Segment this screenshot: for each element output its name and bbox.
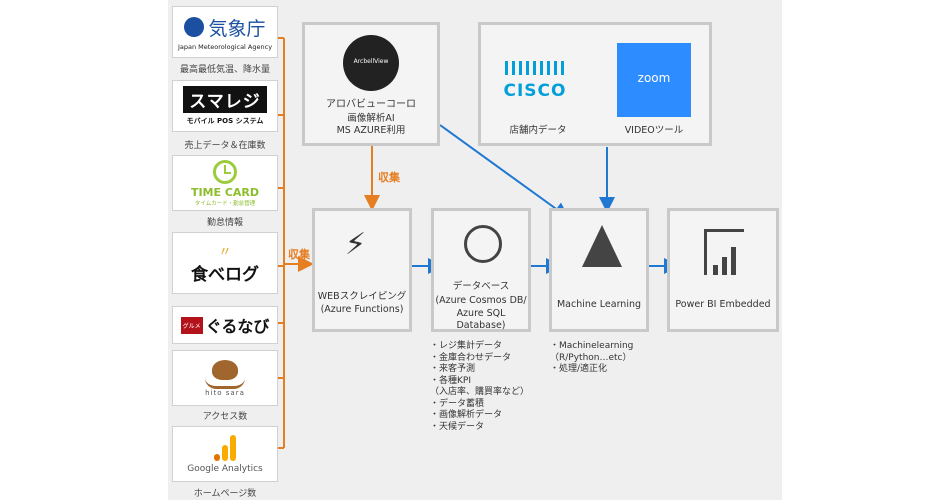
ml-node: Machine Learning <box>549 208 649 332</box>
db-line1: データベース <box>452 281 510 292</box>
db-note-item: ・金庫合わせデータ <box>430 352 512 363</box>
analytics-bars-icon <box>214 434 236 461</box>
timecard-title: TIME CARD <box>190 185 260 199</box>
ga-caption: ホームページ数 <box>193 489 257 499</box>
jma-subtitle: Japan Meteorological Agency <box>177 42 273 51</box>
azure-functions-icon: ⚡ <box>345 227 367 262</box>
smaregi-caption: 売上データ＆在庫数 <box>184 141 266 151</box>
pbi-line1: Power BI Embedded <box>675 299 771 310</box>
plate-icon <box>205 378 245 389</box>
arrow-arcbell-to-ml <box>439 124 570 219</box>
cisco-zoom-node: CISCO 店舗内データ zoom VIDEOツール <box>478 22 712 146</box>
db-note-item: ・データ蓄積 <box>430 398 485 409</box>
collect-bracket <box>278 37 285 449</box>
zoom-caption: VIDEOツール <box>624 125 684 136</box>
gurunavi-logo-card: グルメ ぐるなび <box>172 306 278 344</box>
db-note-item: ・来客予測 <box>430 364 476 374</box>
arcbell-line2: MS AZURE利用 <box>336 125 406 136</box>
arcbell-line1: 画像解析AI <box>347 113 395 124</box>
hitosara-caption: アクセス数 <box>202 412 248 422</box>
camera-ai-icon <box>343 35 399 91</box>
ml-note-item: ・処理/適正化 <box>550 364 608 374</box>
db-note-item: ・天候データ <box>430 421 485 432</box>
arcbell-name: アロバビューコーロ <box>326 99 416 110</box>
smaregi-subtitle: モバイル POS システム <box>186 117 264 125</box>
chef-icon <box>212 359 238 380</box>
db-note-item: ・レジ集計データ <box>430 341 503 351</box>
collect-label-left: 収集 <box>288 248 310 261</box>
db-note-item: ・各種KPI <box>430 375 471 386</box>
timecard-subtitle: タイムカード・勤怠管理 <box>194 200 256 207</box>
database-node: データベース (Azure Cosmos DB/ Azure SQL Datab… <box>431 208 531 332</box>
cosmos-db-icon <box>464 225 502 263</box>
arcbell-logo: ArcbellView <box>353 58 389 65</box>
web-scraping-node: ⚡ WEBスクレイピング (Azure Functions) <box>312 208 412 332</box>
powerbi-node: Power BI Embedded <box>667 208 779 332</box>
db-notes: ・レジ集計データ ・金庫合わせデータ ・来客予測 ・各種KPI （入店率、購買率… <box>430 341 529 433</box>
zoom-logo-tile <box>617 43 691 117</box>
collect-label-top: 収集 <box>378 171 400 184</box>
db-note-item: （入店率、購買率など） <box>430 387 530 397</box>
ml-notes: ・Machinelearning （R/Python…etc） ・処理/適正化 <box>550 341 633 376</box>
tabelog-logo-card: 〃 食べログ <box>172 232 278 294</box>
jma-caption: 最高最低気温、降水量 <box>179 65 270 75</box>
jma-title: 気象庁 <box>208 17 266 40</box>
cisco-caption: 店舗内データ <box>509 125 567 136</box>
smaregi-title: スマレジ <box>183 86 267 113</box>
jma-logo-card: 気象庁 Japan Meteorological Agency <box>172 6 278 58</box>
hitosara-logo-card: hito sara <box>172 350 278 406</box>
smaregi-logo-card: スマレジ モバイル POS システム <box>172 80 278 132</box>
web-line1: WEBスクレイピング <box>317 291 407 302</box>
db-line2: (Azure Cosmos DB/ <box>435 295 527 306</box>
web-line2: (Azure Functions) <box>320 304 404 315</box>
zoom-logo: zoom <box>637 71 671 85</box>
gurunavi-title: ぐるなび <box>205 317 270 336</box>
gurunavi-badge: グルメ <box>180 316 203 334</box>
jma-emblem-icon <box>184 17 205 37</box>
ga-logo-card: Google Analytics <box>172 426 278 482</box>
timecard-logo-card: TIME CARD タイムカード・勤怠管理 <box>172 155 278 211</box>
arcbell-node: ArcbellView アロバビューコーロ 画像解析AI MS AZURE利用 <box>302 22 440 146</box>
clock-icon <box>213 159 237 184</box>
ml-note-item: （R/Python…etc） <box>550 352 632 363</box>
powerbi-chart-icon <box>704 229 744 275</box>
tabelog-title: 食べログ <box>191 265 259 285</box>
cisco-bars-icon <box>505 61 565 75</box>
flask-icon <box>582 225 622 267</box>
timecard-caption: 勤怠情報 <box>206 218 243 228</box>
cisco-logo: CISCO <box>503 81 567 101</box>
db-note-item: ・画像解析データ <box>430 410 503 420</box>
ga-title: Google Analytics <box>187 463 263 474</box>
chopsticks-icon: 〃 <box>218 245 232 260</box>
hitosara-title: hito sara <box>205 388 245 397</box>
ml-line1: Machine Learning <box>556 299 642 310</box>
db-line3: Azure SQL Database) <box>456 308 506 331</box>
ml-note-item: ・Machinelearning <box>550 341 634 351</box>
